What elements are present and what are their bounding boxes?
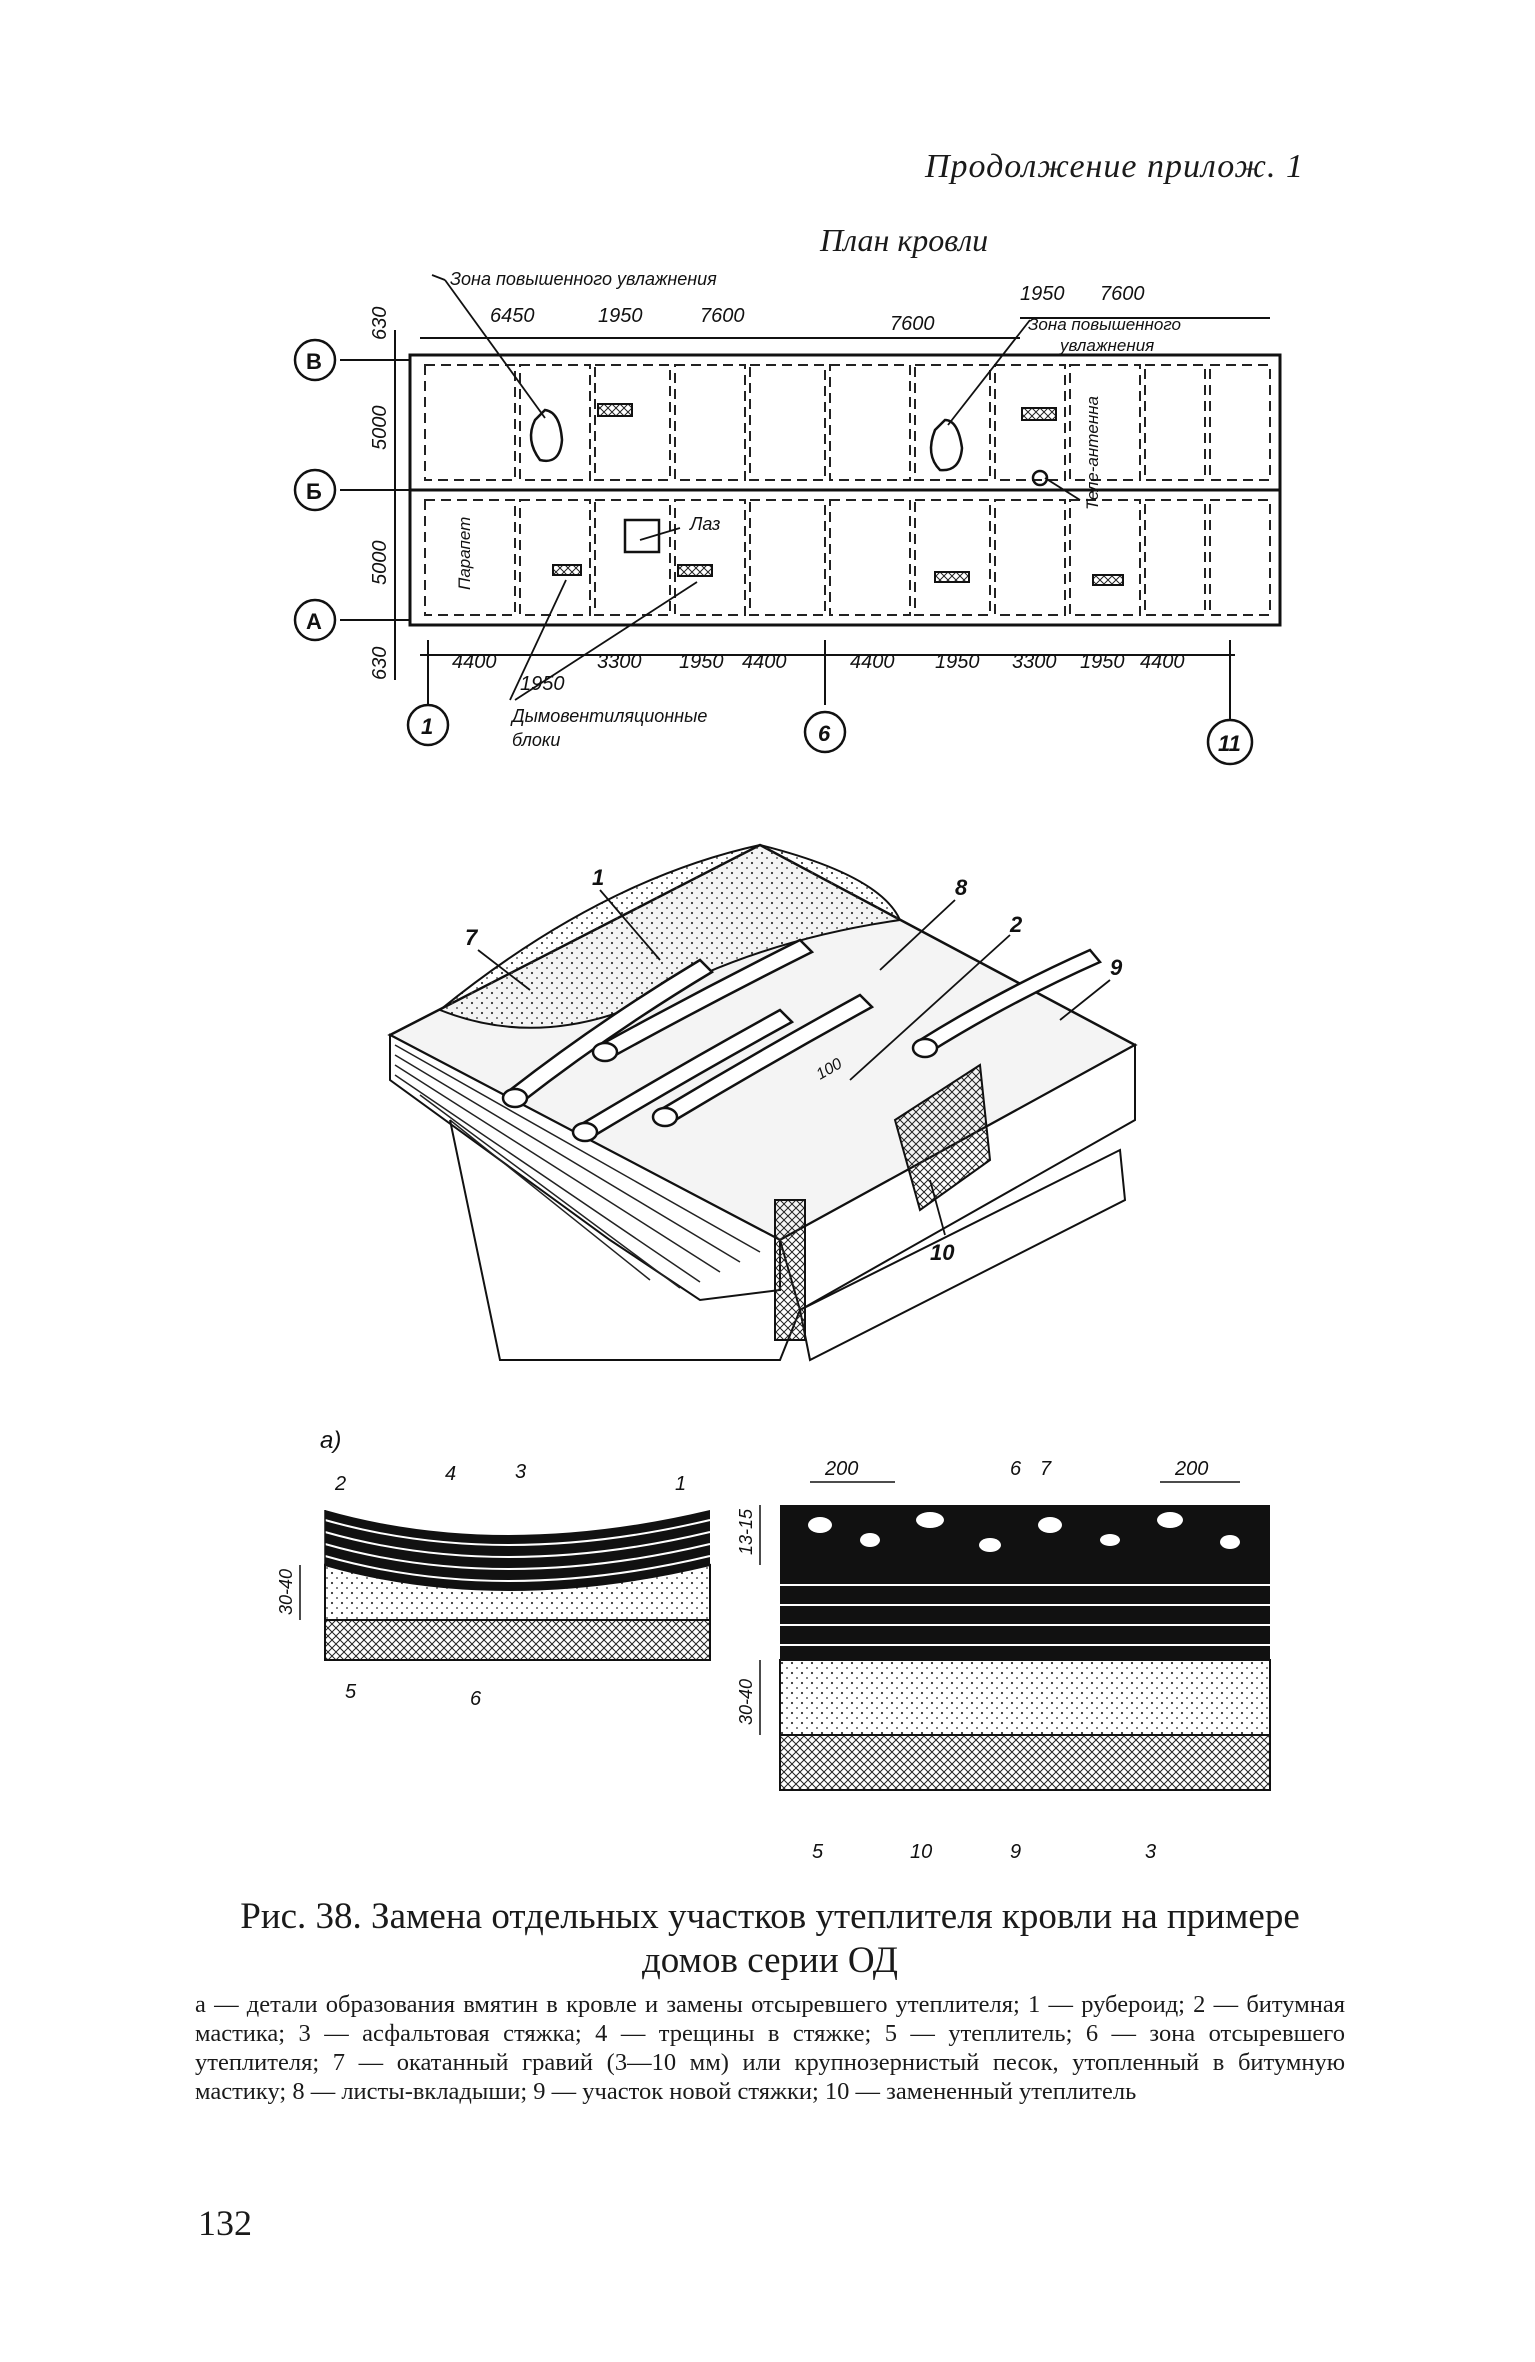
dim-bot-5: 4400	[850, 651, 895, 673]
caption-line-2: домов серии ОД	[641, 1940, 899, 1981]
axis-col-11: 11	[1218, 731, 1241, 756]
dim-bot-7: 3300	[1012, 651, 1057, 673]
iso-callout-9: 9	[1110, 955, 1123, 980]
iso-callout-1: 1	[592, 865, 604, 890]
roof-plan-drawing: В Б А 1 6 11 6450 1950 7600 7600 1950 76…	[293, 269, 1282, 766]
right-callout-10: 10	[910, 1841, 932, 1863]
dim-top-1: 6450	[490, 305, 535, 327]
wet-zone-left	[529, 408, 564, 463]
right-callout-6: 6	[1010, 1458, 1022, 1480]
right-dim-top-1: 200	[824, 1458, 858, 1480]
section-details: а) 30-40 2 4 3 1 5 6	[276, 1427, 1271, 1863]
axis-row-b: Б	[306, 479, 322, 504]
label-hatch: Лаз	[689, 514, 720, 534]
label-vent-blocks-1: Дымовентиляционные	[510, 706, 707, 726]
label-wet-zone-right-1: Зона повышенного	[1028, 315, 1181, 334]
label-antenna: Теле-антенна	[1083, 396, 1102, 510]
wet-zone-right	[929, 418, 964, 472]
section-label: а)	[320, 1427, 341, 1454]
page-number: 132	[198, 2203, 252, 2243]
figure-caption: Рис. 38. Замена отдельных участков утепл…	[195, 1895, 1345, 1983]
dim-top-5: 1950	[1020, 283, 1065, 305]
left-callout-3: 3	[515, 1461, 526, 1483]
axis-col-6: 6	[818, 721, 831, 746]
left-callout-1: 1	[675, 1473, 686, 1495]
dim-under: 1950	[520, 673, 565, 695]
right-callout-7: 7	[1040, 1458, 1052, 1480]
dim-bot-9: 4400	[1140, 651, 1185, 673]
right-dim-screed: 30-40	[736, 1679, 756, 1725]
continuation-header: Продолжение прилож. 1	[925, 148, 1305, 185]
axis-row-v: В	[306, 349, 322, 374]
left-callout-6: 6	[470, 1688, 482, 1710]
iso-callout-2: 2	[1009, 912, 1023, 937]
dim-bot-8: 1950	[1080, 651, 1125, 673]
label-wet-zone-right-2: увлажнения	[1059, 336, 1154, 355]
dim-left-4: 630	[369, 647, 391, 680]
dim-left-2: 5000	[369, 406, 391, 451]
dim-top-6: 7600	[1100, 283, 1145, 305]
dim-bot-3: 1950	[679, 651, 724, 673]
roof-panels	[424, 364, 1271, 616]
iso-callout-10: 10	[930, 1240, 955, 1265]
left-callout-4: 4	[445, 1463, 456, 1485]
right-dim-gravel: 13-15	[736, 1508, 756, 1555]
dim-top-2: 1950	[598, 305, 643, 327]
left-dim: 30-40	[276, 1569, 296, 1615]
isometric-drawing: 1 7 8 2 9 10 100	[387, 843, 1138, 1362]
right-callout-9: 9	[1010, 1841, 1021, 1863]
dim-top-3: 7600	[700, 305, 745, 327]
dim-top-4: 7600	[890, 313, 935, 335]
iso-callout-7: 7	[465, 925, 479, 950]
dim-bot-2: 3300	[597, 651, 642, 673]
plan-title: План кровли	[820, 222, 989, 258]
left-callout-5: 5	[345, 1681, 357, 1703]
hatch	[623, 518, 661, 554]
left-callout-2: 2	[334, 1473, 346, 1495]
right-section: 13-15 30-40 200 200 6 7 5 10 9 3	[736, 1458, 1271, 1863]
figure-legend: а — детали образования вмятин в кровле и…	[195, 1991, 1345, 2105]
label-vent-blocks-2: блоки	[512, 730, 560, 750]
label-wet-zone-left: Зона повышенного увлажнения	[450, 269, 717, 289]
dim-left-1: 630	[369, 307, 391, 340]
dim-bot-1: 4400	[452, 651, 497, 673]
axis-col-1: 1	[421, 714, 433, 739]
label-parapet: Парапет	[455, 517, 474, 590]
vent-blocks	[552, 403, 1124, 586]
antenna-mark	[1031, 469, 1049, 487]
right-callout-3: 3	[1145, 1841, 1156, 1863]
axis-row-a: А	[306, 609, 322, 634]
right-callout-5: 5	[812, 1841, 824, 1863]
right-dim-top-2: 200	[1174, 1458, 1208, 1480]
dim-left-3: 5000	[369, 541, 391, 586]
dim-bot-4: 4400	[742, 651, 787, 673]
caption-line-1: Рис. 38. Замена отдельных участков утепл…	[240, 1896, 1300, 1937]
left-section: 30-40 2 4 3 1 5 6	[276, 1461, 711, 1710]
iso-callout-8: 8	[955, 875, 968, 900]
dim-bot-6: 1950	[935, 651, 980, 673]
